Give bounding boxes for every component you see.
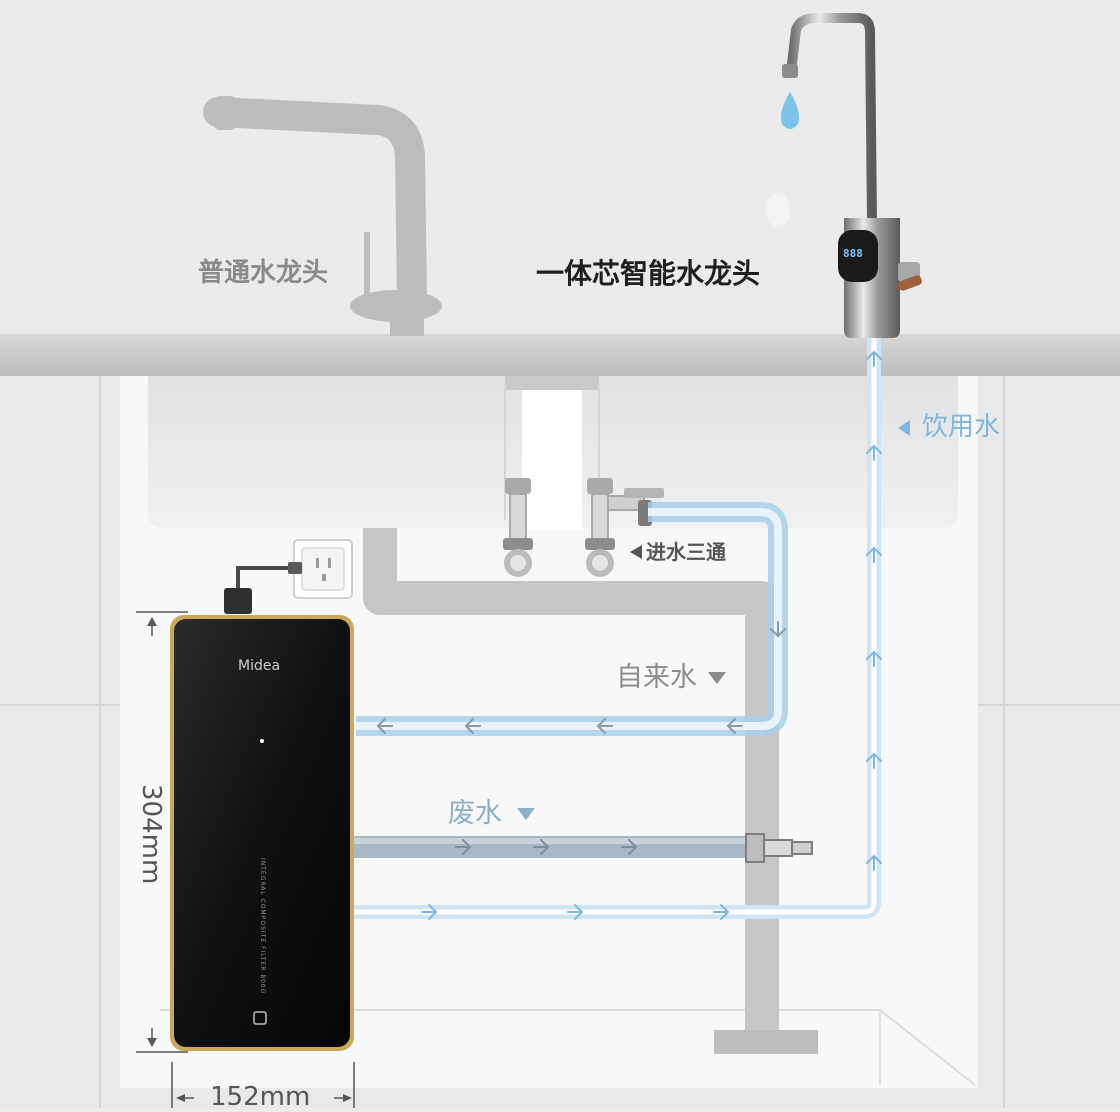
sink-drain-gap (522, 390, 582, 530)
flow-arrows (376, 350, 882, 920)
smart-faucet-spout (786, 13, 877, 227)
countertop (0, 334, 1120, 376)
flow-arrow-icon (866, 650, 882, 667)
dimension-width: 152mm (210, 1082, 311, 1112)
dimension-lines (136, 611, 355, 1108)
power-outlet-icon (293, 539, 353, 599)
purifier-spec-text: INTEGRAL COMPOSITE FILTER 800G (259, 858, 266, 995)
dimension-height: 304mm (136, 784, 166, 885)
drain-pipe (363, 528, 779, 1040)
waste-water-pipe-highlight (354, 838, 748, 844)
flow-arrow-icon (866, 854, 882, 871)
drain-saddle-clamp (745, 833, 813, 863)
water-drop-reflection (766, 192, 790, 228)
flow-arrow-icon (421, 904, 438, 920)
triangle-pointer-icon (708, 672, 726, 684)
power-adapter (224, 588, 252, 614)
regular-faucet-body (203, 97, 427, 315)
label-drinking-water: 饮用水 (922, 412, 1001, 442)
flow-arrow-icon (713, 904, 730, 920)
label-waste-water: 废水 (448, 798, 502, 829)
label-smart-faucet: 一体芯智能水龙头 (536, 257, 761, 290)
flow-arrow-icon (770, 621, 786, 638)
flow-arrow-icon (621, 839, 638, 855)
triangle-pointer-icon (898, 420, 910, 436)
faucet-display-readout: 888 (843, 247, 863, 260)
flow-arrow-icon (464, 718, 481, 734)
regular-faucet-neck (390, 306, 424, 336)
valve-right-tee (585, 478, 664, 577)
purifier-indicator-light (260, 739, 264, 743)
regular-faucet-spout (214, 96, 236, 130)
flow-arrow-icon (726, 718, 743, 734)
power-cord (236, 566, 292, 592)
water-drop-icon (781, 92, 799, 129)
flow-arrow-icon (866, 444, 882, 461)
flow-arrow-icon (866, 752, 882, 769)
label-regular-faucet: 普通水龙头 (198, 258, 329, 288)
purifier-body (174, 619, 350, 1047)
smart-faucet-lever (898, 275, 922, 291)
smart-faucet-display (838, 230, 878, 282)
flow-arrow-icon (596, 718, 613, 734)
smart-faucet-nozzle (782, 64, 798, 78)
tap-water-pipe-core (356, 508, 782, 730)
sink-drain-top (505, 376, 599, 390)
wall (0, 0, 1120, 340)
purifier-brand: Midea (238, 658, 281, 674)
drinking-water-pipe-core (354, 338, 877, 915)
power-plug (288, 562, 302, 574)
flow-arrow-icon (866, 350, 882, 367)
flow-arrow-icon (567, 904, 584, 920)
dimension-arrowheads (147, 617, 352, 1102)
triangle-pointer-icon (630, 545, 642, 559)
valve-left (503, 478, 533, 577)
label-tap-water: 自来水 (616, 662, 697, 693)
flow-arrow-icon (866, 546, 882, 563)
triangle-pointer-icon (517, 808, 535, 820)
flow-arrow-icon (376, 718, 393, 734)
flow-arrow-icon (533, 839, 550, 855)
drain-pipe-base (714, 1030, 818, 1054)
purifier-cert-icon (253, 1011, 267, 1025)
label-inlet-tee: 进水三通 (646, 540, 726, 564)
flow-arrow-icon (455, 839, 472, 855)
